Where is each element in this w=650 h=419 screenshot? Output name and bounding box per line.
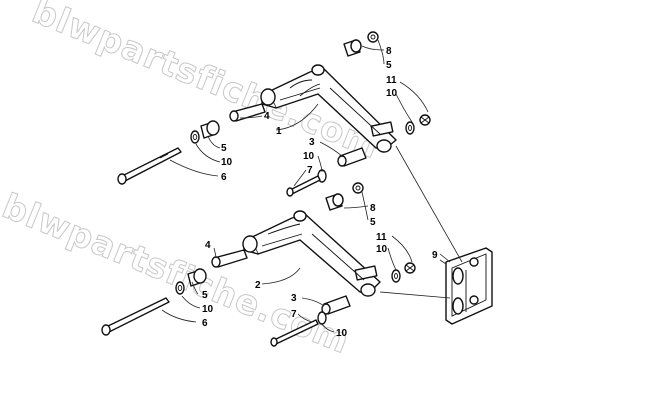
callout-upper-nut: 11 [386, 75, 397, 86]
callout-leaders [161, 39, 451, 333]
lower-sleeve [211, 249, 248, 268]
callout-lower-nut: 11 [376, 232, 387, 243]
callout-upper-bolt: 6 [221, 172, 227, 183]
upper-sleeve [229, 103, 266, 122]
upper-arm-assembly [117, 31, 431, 197]
upper-a-arm [260, 64, 397, 153]
callout-upper-arm: 1 [276, 126, 282, 137]
callout-lower-sleeve: 4 [205, 240, 211, 251]
callout-upper-sleeve: 4 [264, 111, 270, 122]
callout-upper-washer-top: 5 [386, 60, 392, 71]
callout-upper-washer-left: 10 [221, 157, 233, 168]
callout-lower-bolt: 6 [202, 318, 208, 329]
upper-short-bolt [286, 169, 327, 197]
callout-upper-bushing-top: 8 [386, 46, 392, 57]
lower-short-bolt [270, 311, 327, 347]
upper-spacer [337, 147, 367, 167]
lower-right-nut [391, 262, 416, 283]
mounting-bracket [445, 247, 493, 325]
callout-bracket: 9 [432, 250, 438, 261]
callout-labels: 8 5 11 10 4 1 5 10 6 3 10 7 8 5 11 10 4 … [202, 46, 438, 339]
callout-upper-washer-mid: 10 [303, 151, 315, 162]
lower-a-arm [242, 210, 381, 297]
upper-top-bushing [343, 31, 379, 57]
callout-lower-washer-right: 10 [376, 244, 388, 255]
upper-left-bushing [190, 120, 220, 144]
callout-upper-spacer: 3 [309, 137, 315, 148]
callout-upper-bushing-left: 5 [221, 143, 227, 154]
callout-lower-washer-top: 5 [370, 217, 376, 228]
callout-lower-washer-bottom: 10 [336, 328, 348, 339]
callout-lower-spacer: 3 [291, 293, 297, 304]
upper-right-nut [405, 114, 431, 135]
callout-lower-short-bolt: 7 [291, 309, 297, 320]
lower-spacer [321, 295, 351, 315]
callout-lower-washer-left: 10 [202, 304, 214, 315]
callout-upper-short-bolt: 7 [307, 165, 313, 176]
callout-lower-bushing-left: 5 [202, 290, 208, 301]
callout-lower-bushing-top: 8 [370, 203, 376, 214]
lower-top-bushing [325, 182, 364, 211]
callout-lower-arm: 2 [255, 280, 261, 291]
upper-long-bolt [117, 147, 182, 185]
callout-upper-washer-right: 10 [386, 88, 398, 99]
lower-arm-assembly [101, 182, 416, 347]
lower-left-bushing [175, 268, 207, 295]
lower-long-bolt [101, 297, 170, 336]
assembly-leaders [379, 145, 463, 299]
